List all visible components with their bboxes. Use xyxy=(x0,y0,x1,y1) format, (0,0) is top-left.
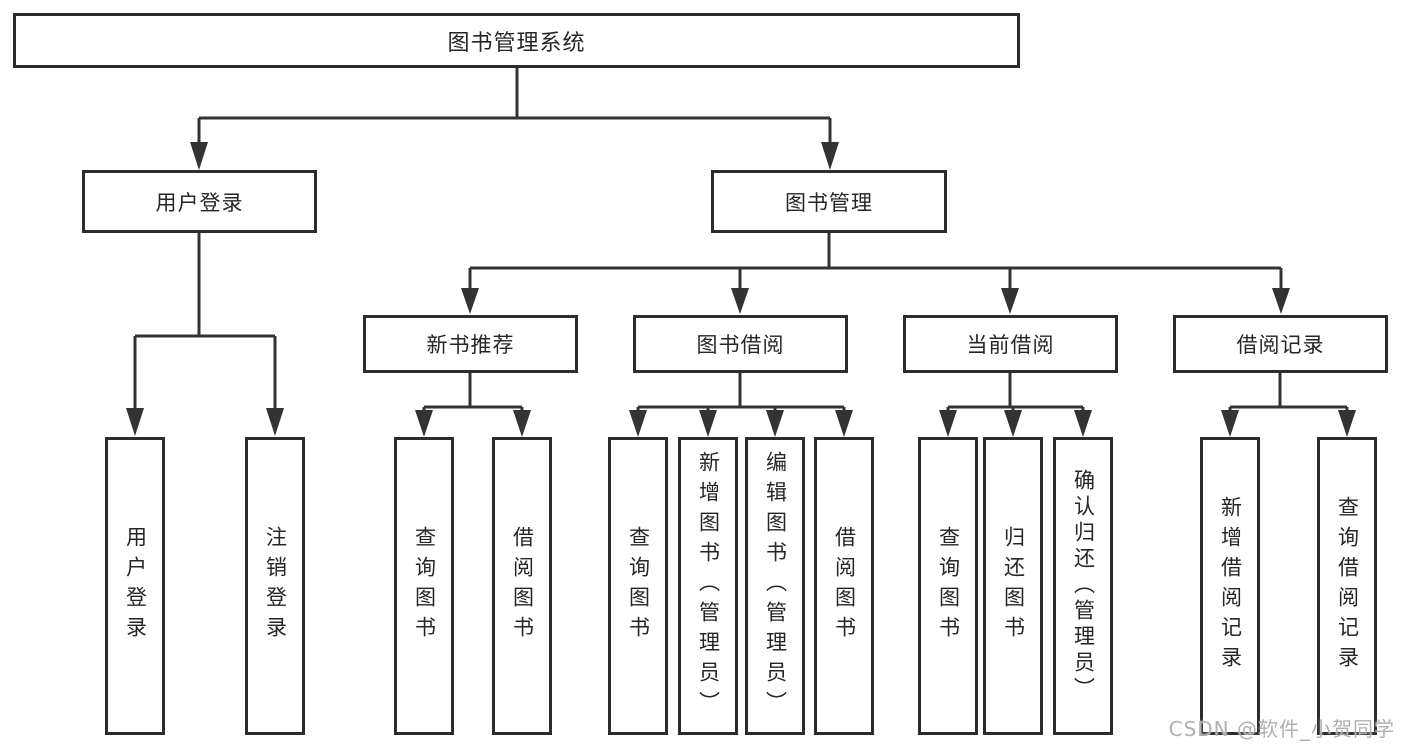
leaf-return-books: 归还图书 xyxy=(983,437,1043,735)
leaf-user-login: 用户登录 xyxy=(105,437,165,735)
edge-root-split xyxy=(197,68,832,142)
leaf-add-borrow-record: 新增借阅记录 xyxy=(1200,437,1260,735)
arrowhead xyxy=(513,410,531,437)
leaf-borrowing-query-books-label: 查询图书 xyxy=(626,526,651,646)
edge-borrowing-records-split xyxy=(1228,373,1349,410)
leaf-current-query-books-label: 查询图书 xyxy=(936,526,961,646)
watermark-text: CSDN @软件_小贺同学 xyxy=(1168,717,1395,741)
node-new-book-recommendation: 新书推荐 xyxy=(363,315,578,373)
node-book-borrowing: 图书借阅 xyxy=(633,315,848,373)
arrowhead xyxy=(266,408,284,436)
arrowheads xyxy=(126,142,1356,437)
arrowhead xyxy=(835,410,853,437)
arrowhead xyxy=(766,410,784,437)
leaf-recommend-borrow-books-label: 借阅图书 xyxy=(510,526,535,646)
arrowhead xyxy=(126,408,144,436)
arrowhead xyxy=(821,142,839,170)
arrowhead xyxy=(731,288,749,314)
edge-user-login-split xyxy=(133,233,277,408)
node-library-management-system: 图书管理系统 xyxy=(13,13,1020,68)
leaf-add-books-admin: 新增图书（管理员） xyxy=(678,437,738,735)
leaf-confirm-return-admin: 确认归还（管理员） xyxy=(1053,437,1113,735)
leaf-recommend-borrow-books: 借阅图书 xyxy=(492,437,552,735)
arrowhead xyxy=(415,410,433,437)
edge-book-borrowing-split xyxy=(636,373,846,410)
leaf-borrowing-query-books: 查询图书 xyxy=(608,437,668,735)
leaf-add-books-admin-label: 新增图书（管理员） xyxy=(696,451,721,721)
arrowhead xyxy=(1001,288,1019,314)
leaf-recommend-query-books-label: 查询图书 xyxy=(412,526,437,646)
leaf-current-query-books: 查询图书 xyxy=(918,437,978,735)
node-borrowing-records: 借阅记录 xyxy=(1173,315,1388,373)
edge-new-book-split xyxy=(422,373,524,410)
node-current-borrowing: 当前借阅 xyxy=(903,315,1118,373)
arrowhead xyxy=(461,288,479,314)
arrowhead xyxy=(1338,410,1356,437)
node-book-management: 图书管理 xyxy=(711,170,947,233)
arrowhead xyxy=(1074,410,1092,437)
arrowhead xyxy=(1221,410,1239,437)
arrowhead xyxy=(939,410,957,437)
arrowhead xyxy=(1004,410,1022,437)
leaf-query-borrow-record-label: 查询借阅记录 xyxy=(1335,496,1360,676)
leaf-edit-books-admin-label: 编辑图书（管理员） xyxy=(763,451,788,721)
leaf-query-borrow-record: 查询借阅记录 xyxy=(1317,437,1377,735)
leaf-borrowing-borrow-books-label: 借阅图书 xyxy=(832,526,857,646)
leaf-add-borrow-record-label: 新增借阅记录 xyxy=(1218,496,1243,676)
leaf-confirm-return-admin-label: 确认归还（管理员） xyxy=(1071,469,1096,703)
arrowhead xyxy=(699,410,717,437)
leaf-logout-label: 注销登录 xyxy=(263,526,288,646)
arrowhead xyxy=(190,142,208,170)
edge-book-management-split xyxy=(468,233,1283,288)
leaf-recommend-query-books: 查询图书 xyxy=(394,437,454,735)
edge-current-borrowing-split xyxy=(946,373,1085,410)
leaf-user-login-label: 用户登录 xyxy=(123,526,148,646)
node-user-login: 用户登录 xyxy=(82,170,317,233)
leaf-borrowing-borrow-books: 借阅图书 xyxy=(814,437,874,735)
arrowhead xyxy=(629,410,647,437)
arrowhead xyxy=(1272,288,1290,314)
leaf-logout: 注销登录 xyxy=(245,437,305,735)
leaf-edit-books-admin: 编辑图书（管理员） xyxy=(745,437,805,735)
leaf-return-books-label: 归还图书 xyxy=(1001,526,1026,646)
